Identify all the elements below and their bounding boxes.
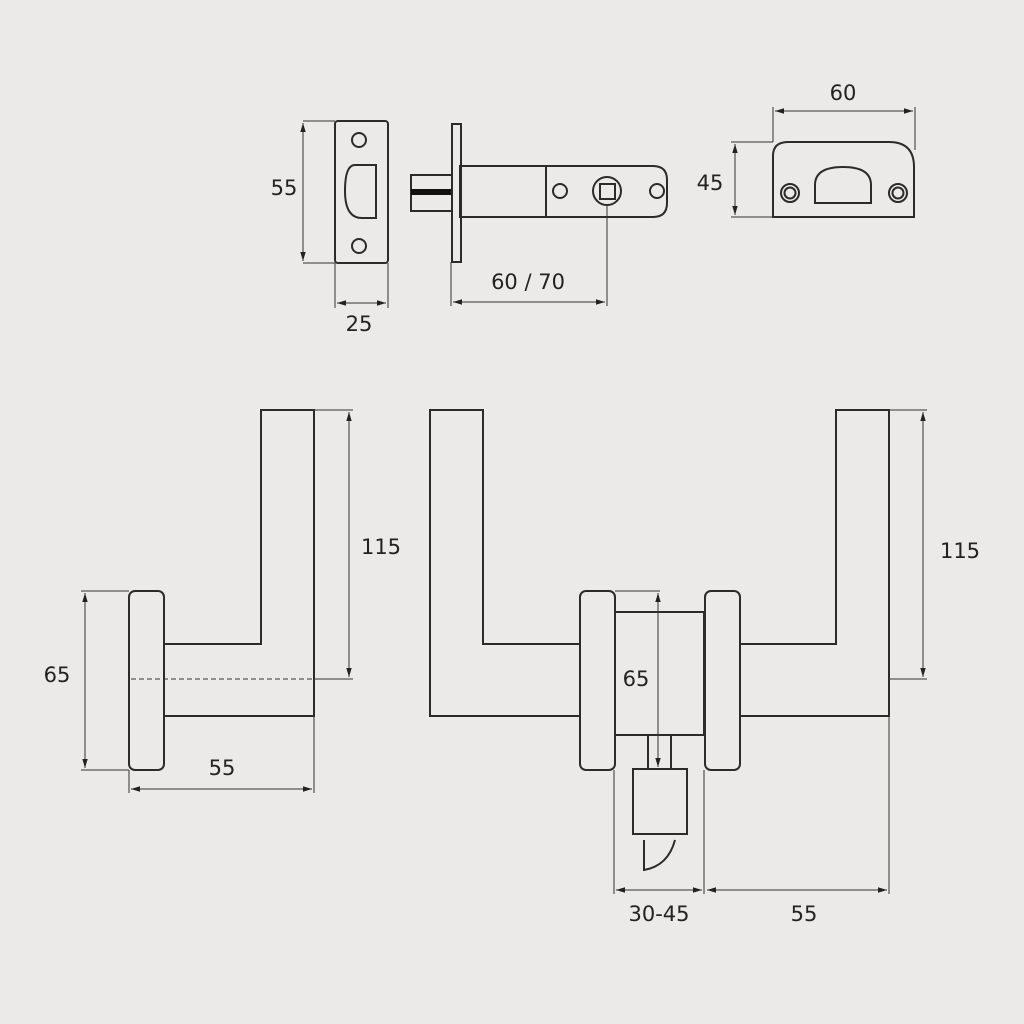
lever-height-label-right: 115 <box>940 539 980 563</box>
keep-height-label: 45 <box>697 171 724 195</box>
lever-height-label-left: 115 <box>361 535 401 559</box>
strike-height-label: 55 <box>271 176 298 200</box>
strike-plate <box>334 120 389 264</box>
door-thickness-label: 30-45 <box>628 902 689 926</box>
door-thickness-dimension: 30-45 <box>613 770 705 926</box>
lever-height-dimension-left: 115 <box>314 409 401 680</box>
backset-dimension: 60 / 70 <box>450 205 608 306</box>
rose-height-dimension-left: 65 <box>44 590 129 771</box>
keep-height-dimension: 45 <box>697 141 773 218</box>
rose-height-dimension-right: 65 <box>615 590 661 767</box>
strike-height-dimension: 55 <box>271 120 335 264</box>
projection-label-left: 55 <box>209 756 236 780</box>
tubular-latch <box>410 123 668 263</box>
rose-height-label-left: 65 <box>44 663 71 687</box>
keep-width-dimension: 60 <box>772 81 916 150</box>
strike-width-dimension: 25 <box>334 263 389 336</box>
keep-width-label: 60 <box>830 81 857 105</box>
projection-dimension-right: 55 <box>707 716 890 926</box>
lever-height-dimension-right: 115 <box>889 409 980 680</box>
projection-dimension-left: 55 <box>128 716 315 793</box>
lever-pair-assembly <box>429 409 890 872</box>
rose-height-label-right: 65 <box>623 667 650 691</box>
projection-label-right: 55 <box>791 902 818 926</box>
lever-side-view <box>128 409 345 771</box>
backset-label: 60 / 70 <box>491 270 565 294</box>
keep <box>772 141 915 218</box>
strike-width-label: 25 <box>346 312 373 336</box>
